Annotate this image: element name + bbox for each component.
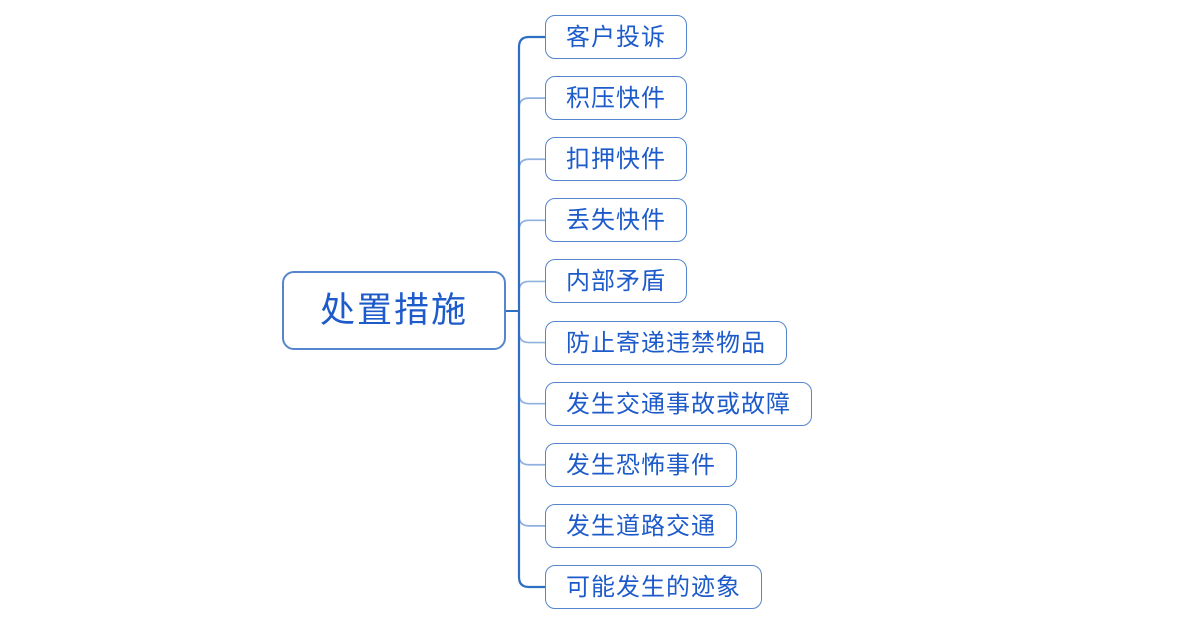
mindmap-child-node[interactable]: 丢失快件: [545, 198, 687, 243]
mindmap-child-node[interactable]: 发生交通事故或故障: [545, 381, 812, 426]
mindmap-child-node[interactable]: 扣押快件: [545, 137, 687, 182]
mindmap-root-node[interactable]: 处置措施: [282, 271, 506, 350]
mindmap-child-node[interactable]: 发生恐怖事件: [545, 442, 737, 487]
mindmap-child-node[interactable]: 积压快件: [545, 76, 687, 121]
mindmap-child-node[interactable]: 客户投诉: [545, 15, 687, 59]
mindmap-child-node[interactable]: 内部矛盾: [545, 259, 687, 304]
mindmap-child-node[interactable]: 可能发生的迹象: [545, 565, 762, 609]
mindmap-child-node[interactable]: 防止寄递违禁物品: [545, 320, 787, 365]
mindmap-child-node[interactable]: 发生道路交通: [545, 503, 737, 548]
